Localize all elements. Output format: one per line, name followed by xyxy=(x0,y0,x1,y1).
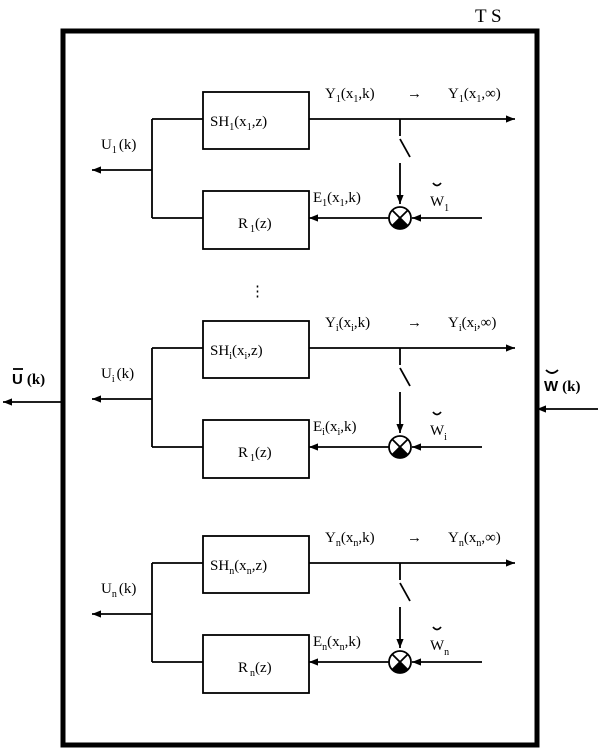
global-input-arg: (k) xyxy=(562,379,580,395)
system-frame xyxy=(60,28,540,748)
global-output-symbol: U xyxy=(12,371,23,388)
sh-block-label: SHn(xn,z) xyxy=(210,558,267,577)
global-output-label: U(k) xyxy=(12,371,45,388)
w-breve xyxy=(432,626,442,631)
sh-block xyxy=(202,91,310,150)
comparator-fill xyxy=(392,662,408,674)
r-block xyxy=(202,190,310,250)
w-breve xyxy=(432,411,442,416)
y-label: Yn(xn,k) xyxy=(325,530,375,549)
e-label: Ei(xi,k) xyxy=(313,419,356,438)
e-label: E1(x1,k) xyxy=(313,190,361,209)
steady-state-arrow: → xyxy=(407,315,422,331)
steady-state-arrow: → xyxy=(407,86,422,102)
comparator-fill xyxy=(392,218,408,230)
u-label: Ui(k) xyxy=(101,366,134,385)
y-label: Y1(x1,k) xyxy=(325,86,375,105)
comparator-cross-b xyxy=(391,209,409,227)
comparator-cross-b xyxy=(391,653,409,671)
y-label: Yi(xi,k) xyxy=(325,315,370,334)
sh-block xyxy=(202,535,310,594)
comparator-cross-b xyxy=(391,438,409,456)
y-inf-label: Yi(xi,∞) xyxy=(448,315,496,334)
switch-blade xyxy=(399,582,411,602)
global-input-symbol: W xyxy=(544,378,559,395)
w-label: W1 xyxy=(430,194,449,214)
global-output-arg: (k) xyxy=(27,372,45,388)
r-block xyxy=(202,634,310,694)
switch-blade xyxy=(399,138,411,158)
global-input-label: W(k) xyxy=(544,378,581,395)
global-input-breve xyxy=(545,369,559,374)
sh-block-label: SHi(xi,z) xyxy=(210,343,263,362)
switch-blade xyxy=(399,367,411,387)
channel-ellipsis: ⋮ xyxy=(250,284,265,300)
system-label: T S xyxy=(475,6,502,27)
w-label: Wn xyxy=(430,638,449,658)
w-label: Wi xyxy=(430,423,447,443)
y-inf-label: Yn(xn,∞) xyxy=(448,530,501,549)
w-breve xyxy=(432,182,442,187)
y-inf-label: Y1(x1,∞) xyxy=(448,86,501,105)
u-label: U1(k) xyxy=(101,137,136,156)
sh-block xyxy=(202,320,310,379)
steady-state-arrow: → xyxy=(407,530,422,546)
u-label: Un(k) xyxy=(101,581,136,600)
comparator-fill xyxy=(392,447,408,459)
sh-block-label: SH1(x1,z) xyxy=(210,114,267,133)
e-label: En(xn,k) xyxy=(313,634,361,653)
